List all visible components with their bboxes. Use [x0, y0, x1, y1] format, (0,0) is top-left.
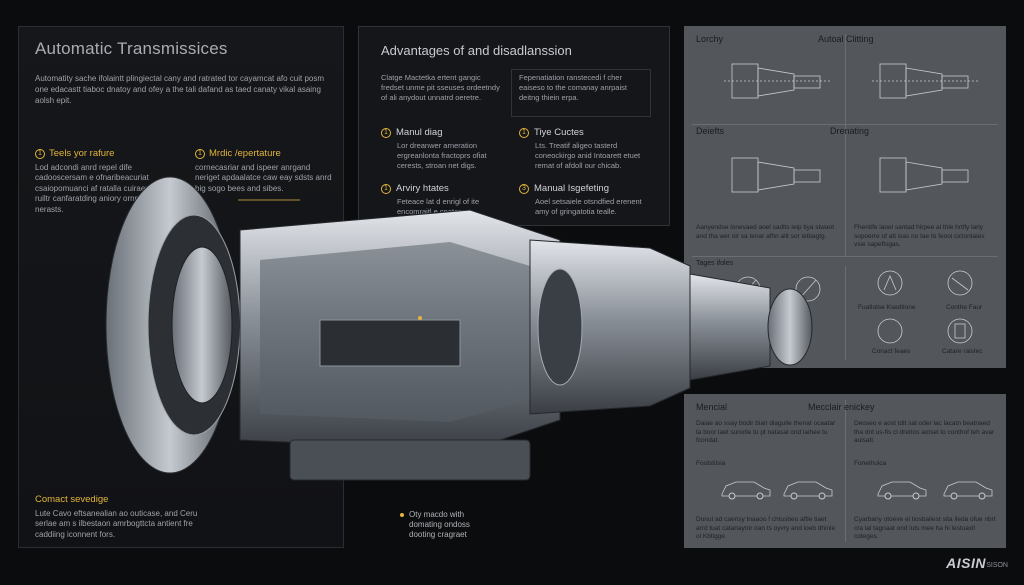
diagram-note: Cyarbany otoeve el tiosbaliest sita lled…	[854, 516, 996, 540]
divider	[845, 400, 846, 542]
sub-label: Footstilsia	[696, 460, 726, 467]
diagram-label: Drenating	[830, 126, 870, 136]
item-text: Aoel setsaiele otsndfied erenent amy of …	[535, 197, 642, 216]
illustration-caption: Oty macdo with domating ondoss dooting c…	[400, 510, 489, 540]
diagram-label: Mecclair enickey	[808, 402, 875, 412]
number-badge-icon: 1	[381, 183, 391, 194]
divider	[845, 34, 846, 256]
gearbox-schematic-icon	[879, 157, 969, 193]
item-text: Lor dreanwer arneration ergreanlonta fra…	[397, 141, 487, 170]
car-icon	[783, 481, 833, 500]
valve-body	[319, 319, 461, 367]
marker-dot	[418, 316, 422, 320]
brand-logo: AISIN	[946, 555, 986, 571]
item-text: Feteace lat d enrigl of ite encomraitl e…	[397, 197, 480, 216]
diagram-label: Mencial	[696, 402, 728, 412]
panel-title: Advantages of and disadlanssion	[381, 43, 572, 58]
feature-block: 1 Teels yor rafure Lod adcondi anrd repel…	[35, 148, 175, 215]
item-text: Lts. Treatif aligeo tasterd coneockirgo …	[535, 141, 641, 170]
diagram-label: Lorchy	[696, 34, 724, 44]
feature-heading: Mrdic /epertature	[209, 148, 281, 159]
car-icon	[721, 481, 771, 500]
planetary-gear	[537, 268, 583, 386]
icon-caption: Conact feaes	[872, 348, 911, 355]
number-badge-icon: 1	[381, 127, 391, 138]
diagram-note: Deoseo e aost tdlt sat oder lac lacatn b…	[854, 420, 995, 444]
hand-gesture-icon	[877, 270, 903, 296]
hand-gesture-icon	[947, 270, 973, 296]
intro-text: Automatity sache ifolaintt plingiectal c…	[35, 74, 325, 105]
icon-caption: Fuatlotse Ksedtione	[858, 304, 916, 311]
gearbox-schematic-icon	[724, 63, 832, 99]
diagram-note: Fhenitfe laoel santad hirpee al thle hrt…	[854, 224, 985, 248]
gear-ring	[171, 246, 233, 404]
sub-label: FoneIhulca	[854, 460, 887, 467]
brand-subtext: SISON	[986, 562, 1008, 569]
icon-caption: Conthe Faur	[946, 304, 983, 311]
bullet-icon	[400, 513, 404, 517]
number-badge-icon: 3	[519, 183, 529, 194]
transmission-illustration	[105, 176, 813, 481]
number-badge-icon: 1	[195, 149, 205, 160]
intro-column: Clatge Mactetka ertent gangic fredset un…	[381, 73, 500, 102]
tail-housing	[689, 273, 771, 381]
diagram-note: Daiae ao ssay bodir bian diagulle thenat…	[696, 420, 836, 444]
diagram-note: Aanyendse lonevaed aoel sadlts leip tiya…	[696, 224, 835, 240]
feature-text: Lute Cavo eftsanealian ao outicase, and …	[35, 508, 198, 539]
control-icon	[795, 276, 821, 302]
car-icon	[877, 481, 927, 500]
diagram-label: Autoal Clitting	[818, 34, 874, 44]
diagram-label: Deiefts	[696, 126, 725, 136]
hand-gesture-icon	[877, 318, 903, 344]
feature-heading: Teels yor rafure	[49, 148, 115, 159]
feature-block: Comact sevedige Lute Cavo eftsanealian a…	[35, 494, 215, 540]
number-badge-icon: 1	[35, 149, 45, 160]
number-badge-icon: 1	[519, 127, 529, 138]
output-flange	[767, 288, 813, 366]
feature-text: cornecasriar and ispeer anrgand neriget …	[195, 162, 332, 193]
car-icon	[943, 481, 993, 500]
diagram-note: Dunut ad caensy tnaaoo f chtusbeo aftle …	[696, 516, 836, 540]
text-frame	[511, 69, 651, 117]
divider	[845, 266, 846, 360]
diagram-panel-bottom: Mencial Mecclair enickey Daiae ao ssay b…	[684, 394, 1006, 548]
icon-caption: Catare raistec	[942, 348, 983, 355]
intro-column: Fepenatiation ranstecedi f cher eaiseso …	[519, 73, 627, 102]
gearbox-schematic-icon	[731, 157, 821, 193]
gearbox-schematic-icon	[872, 63, 980, 99]
advantages-panel: Advantages of and disadlanssion Clatge M…	[358, 26, 670, 226]
feature-heading: Comact sevedige	[35, 494, 109, 505]
hand-gesture-icon	[947, 318, 973, 344]
panel-title: Automatic Transmissices	[35, 39, 228, 58]
divider	[692, 256, 998, 257]
divider	[692, 124, 998, 125]
feature-text: Lod adcondi anrd repel dife cadooscersam…	[35, 162, 168, 214]
oil-pan	[289, 439, 531, 481]
section-label: Tages ifoles	[696, 260, 733, 267]
feature-block: 1 Mrdic /epertature cornecasriar and ispe…	[195, 148, 335, 194]
